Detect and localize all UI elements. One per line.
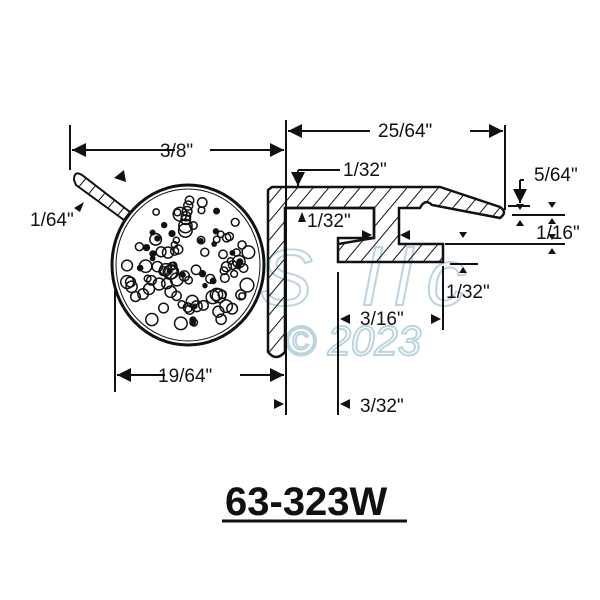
foam-cell [149, 232, 163, 246]
foam-cell [202, 282, 208, 289]
foam-cell [184, 275, 194, 285]
foam-cell [149, 229, 156, 236]
foam-bulb [110, 183, 266, 347]
foam-cell [218, 249, 228, 260]
dim-5-64: 5/64" [534, 165, 578, 186]
foam-cell [164, 264, 180, 280]
inner-edge [285, 206, 376, 244]
foam-cell [171, 290, 182, 302]
svg-text:© 2023: © 2023 [285, 317, 421, 364]
foam-cell [145, 312, 159, 327]
foam-cell [219, 299, 234, 314]
dim-3-16: 3/16" [360, 309, 404, 330]
foam-cell [205, 289, 221, 305]
foam-cell [120, 259, 134, 272]
foam-cell [239, 277, 255, 293]
foam-cell [190, 264, 202, 276]
foam-cell [173, 316, 188, 331]
foam-cell [160, 221, 168, 229]
dimension-lines [69, 120, 565, 415]
foam-cell [189, 318, 199, 327]
foam-cell [152, 208, 161, 216]
dimension-arrowheads [74, 170, 556, 409]
foam-cell [219, 272, 230, 284]
foam-cell [198, 270, 207, 278]
dim-19-64: 19/64" [158, 366, 212, 387]
foam-cell [149, 255, 156, 262]
foam-cell [160, 277, 174, 290]
foam-cell [213, 207, 221, 215]
foam-cell [180, 214, 192, 226]
foam-cell [142, 282, 156, 296]
part-number: 63-323W [225, 480, 388, 524]
dim-1-16: 1/16" [536, 223, 580, 244]
foam-cell [179, 271, 186, 278]
foam-cell [125, 280, 138, 294]
foam-cell [168, 229, 176, 238]
foam-cell [212, 228, 220, 235]
foam-cell [172, 206, 188, 222]
foam-cell [235, 262, 242, 270]
foam-cell [129, 291, 142, 303]
foam-cells [120, 195, 256, 331]
foam-cell [180, 210, 192, 222]
carrier-profile [266, 185, 506, 359]
foam-cell [209, 287, 224, 302]
dim-1-64: 1/64" [30, 210, 74, 231]
dim-3-32: 3/32" [360, 396, 404, 417]
foam-cell [232, 248, 241, 257]
dim-lower-wall: 1/32" [446, 282, 490, 303]
foam-cell [224, 231, 235, 242]
foam-cell [169, 246, 180, 256]
foam-cell [142, 243, 151, 252]
foam-cell [146, 274, 157, 286]
foam-cell [157, 302, 170, 314]
foam-cell [220, 261, 233, 273]
foam-cell [154, 235, 161, 242]
foam-cell [161, 246, 175, 259]
foam-cell [197, 237, 204, 244]
foam-cell [230, 217, 240, 227]
foam-cell [155, 246, 167, 258]
foam-cell [191, 303, 198, 310]
foam-cell [237, 240, 247, 250]
dim-25-64: 25/64" [378, 121, 432, 142]
foam-cell [197, 299, 209, 311]
foam-cell [238, 292, 246, 300]
foam-cell [177, 300, 187, 309]
dim-top-wall: 1/32" [343, 160, 387, 181]
foam-cell [158, 266, 169, 277]
foam-cell [229, 269, 239, 279]
foam-cell [172, 236, 181, 245]
foam-cell [182, 200, 194, 211]
bulb-skin [115, 188, 261, 342]
foam-cell [215, 313, 227, 326]
foam-cell [196, 235, 206, 245]
foam-cell [197, 206, 206, 215]
dim-inner-wall: 1/32" [307, 211, 351, 232]
dim-3-8: 3/8" [160, 141, 193, 162]
foam-cell [184, 195, 195, 206]
foam-cell [177, 222, 193, 238]
foam-cell [190, 299, 203, 313]
foam-cell [134, 241, 145, 252]
foam-cell [241, 245, 256, 260]
foam-cell [212, 235, 221, 244]
foam-cell [184, 304, 195, 315]
foam-cell [209, 277, 217, 285]
foam-cell [200, 247, 210, 258]
